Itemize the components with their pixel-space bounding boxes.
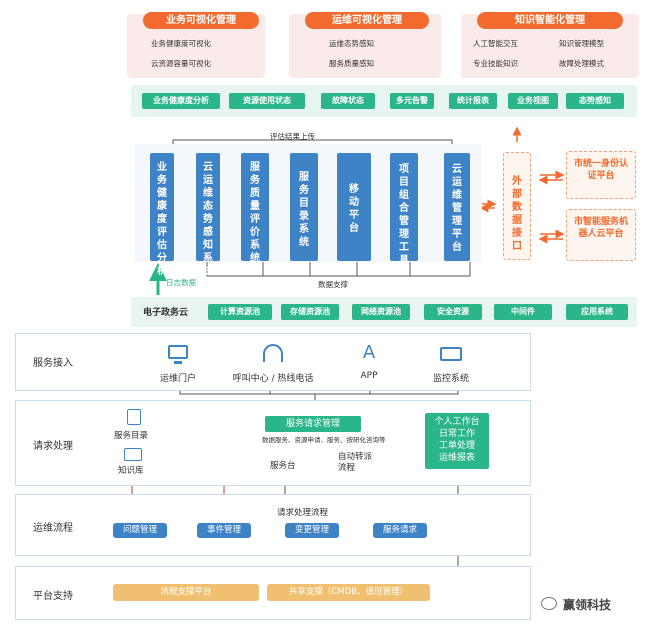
cloud-item: 中间件 <box>494 304 552 320</box>
channel-label: 呼叫中心 / 热线电话 <box>232 374 314 384</box>
workbench-item: 日常工作 <box>438 429 475 439</box>
card-title: 运维可视化管理 <box>305 12 429 29</box>
data-support-label: 数据支撑 <box>318 280 348 289</box>
analysis-item: 故障状态 <box>321 93 375 109</box>
section-label: 运维流程 <box>33 523 73 534</box>
business-visualization-card: 业务可视化管理 业务健康度可视化 云资源容量可视化 <box>127 12 265 78</box>
catalog-icon <box>127 409 141 425</box>
section-label: 平台支持 <box>33 591 73 602</box>
card-title: 知识智能化管理 <box>477 12 623 29</box>
section-ops-flow <box>15 494 531 556</box>
section-label: 服务接入 <box>33 358 73 369</box>
card-item: 专业技能知识 <box>473 59 518 68</box>
analysis-item: 态势感知 <box>566 93 624 109</box>
monitor-icon <box>168 345 188 359</box>
card-item: 业务健康度可视化 <box>151 39 211 48</box>
system-quality-evaluation: 服务质量评价系统 <box>241 153 269 264</box>
cloud-item: 应用系统 <box>566 304 628 320</box>
card-item: 人工智能交互 <box>473 39 518 48</box>
catalog-label: 服务目录 <box>114 431 149 441</box>
workbench-item: 个人工作台 <box>434 417 480 427</box>
workbench-item: 工单处理 <box>438 441 475 451</box>
cloud-bar-title: 电子政务云 <box>143 308 189 318</box>
system-project-portfolio: 项目组合管理工具 <box>390 153 418 266</box>
channel-label: 运维门户 <box>159 374 196 384</box>
channel-label: APP <box>360 371 378 381</box>
analysis-item: 业务视图 <box>508 93 558 109</box>
analysis-item: 资源使用状态 <box>229 93 305 109</box>
log-data-label: 日志数据 <box>166 278 196 287</box>
system-situation-awareness: 云运维态势感知系统 <box>196 153 220 277</box>
system-mobile-platform: 移动平台 <box>337 153 371 261</box>
external-data-port: 外部数据接口 <box>503 152 531 260</box>
card-title: 业务可视化管理 <box>143 12 259 29</box>
monitor-system-icon <box>440 347 462 361</box>
wechat-icon <box>541 597 557 610</box>
service-desk-label: 服务台 <box>270 461 296 471</box>
channel-label: 监控系统 <box>432 374 469 384</box>
cloud-item: 存储资源池 <box>281 304 339 320</box>
card-item: 故障处理模式 <box>559 59 604 68</box>
card-item: 运维态势感知 <box>329 39 374 48</box>
external-platform-auth: 市统一身份认证平台 <box>566 151 636 199</box>
cloud-item: 网络资源池 <box>352 304 410 320</box>
analysis-item: 多元告警 <box>390 93 434 109</box>
flow-title: 请求处理流程 <box>277 508 329 518</box>
system-cloud-ops-platform: 云运维管理平台 <box>444 153 470 261</box>
cloud-item: 安全资源 <box>424 304 482 320</box>
section-service-access <box>15 333 531 391</box>
system-health-evaluation: 业务健康度评估分析 <box>150 153 174 277</box>
knowledge-label: 知识库 <box>118 466 144 476</box>
card-item: 服务质量感知 <box>329 59 374 68</box>
request-sub-label: 数据服务、资源申请、服务、按研化咨询等 <box>262 436 386 444</box>
cloud-item: 计算资源池 <box>208 304 272 320</box>
auto-transfer-label: 自动转派流程 <box>338 452 373 473</box>
process-platform: 流程支撑平台 <box>113 584 259 601</box>
change-mgmt-button: 变更管理 <box>285 523 339 538</box>
incident-mgmt-button: 事件管理 <box>197 523 251 538</box>
feedback-label: 评估结果上传 <box>270 132 315 141</box>
card-item: 云资源容量可视化 <box>151 59 211 68</box>
analysis-item: 统计报表 <box>449 93 497 109</box>
knowledge-management-card: 知识智能化管理 人工智能交互 专业技能知识 知识管理模型 故障处理模式 <box>461 12 639 78</box>
external-platform-robot: 市智能服务机器人云平台 <box>566 209 636 261</box>
card-item: 知识管理模型 <box>559 39 604 48</box>
knowledge-book-icon <box>124 448 142 461</box>
headset-icon <box>263 344 283 362</box>
problem-mgmt-button: 问题管理 <box>113 523 167 538</box>
shared-support: 共享支撑（CMDB、值班管理） <box>267 584 430 601</box>
analysis-item: 业务健康度分析 <box>142 93 220 109</box>
workbench-box: 个人工作台 日常工作 工单处理 运维报表 <box>425 413 489 469</box>
system-service-catalog: 服务目录系统 <box>290 153 318 261</box>
workbench-item: 运维报表 <box>438 453 475 463</box>
app-store-icon: A <box>362 342 376 363</box>
watermark: 赢领科技 <box>563 598 612 612</box>
service-request-button: 服务请求 <box>373 523 427 538</box>
ops-visualization-card: 运维可视化管理 运维态势感知 服务质量感知 <box>289 12 441 78</box>
section-label: 请求处理 <box>33 441 73 452</box>
service-request-mgmt: 服务请求管理 <box>265 416 361 432</box>
